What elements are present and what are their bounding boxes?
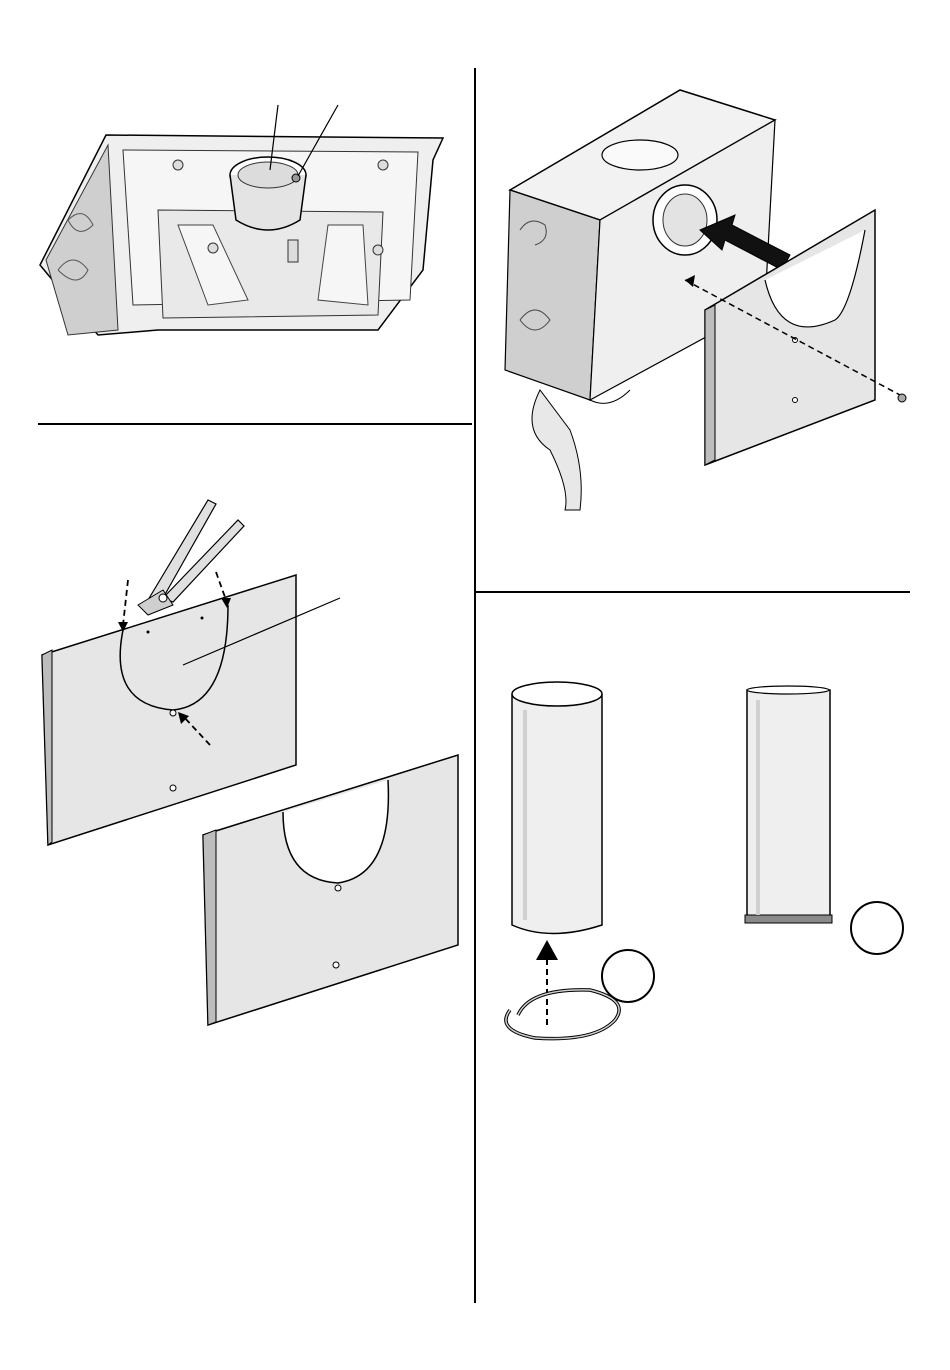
callout-circle-icon [851, 902, 903, 954]
direction-arrow-icon [536, 940, 558, 960]
panel-stove-rear-shield [490, 70, 910, 520]
callout-circle-icon [602, 950, 654, 1002]
heat-shield-cut [203, 755, 458, 1025]
horizontal-divider-right [476, 591, 910, 593]
flue-pipe-with-ring [512, 682, 602, 934]
flue-pipe-plain [745, 686, 832, 923]
clamp-ring [506, 990, 619, 1039]
stove-rear-illustration [490, 70, 910, 520]
flue-pipes-illustration [490, 670, 910, 1090]
ornate-side-panel [46, 145, 118, 335]
screw [898, 394, 906, 402]
panel-stove-top-collar [38, 100, 458, 350]
stove-top-illustration [38, 100, 458, 350]
panel-flue-pipes [490, 670, 910, 1090]
vertical-divider [474, 68, 476, 1303]
stove-side [505, 190, 600, 400]
shield-cutting-illustration [38, 480, 468, 1040]
horizontal-divider-left [38, 423, 472, 425]
panel-shield-cutting [38, 480, 468, 1040]
